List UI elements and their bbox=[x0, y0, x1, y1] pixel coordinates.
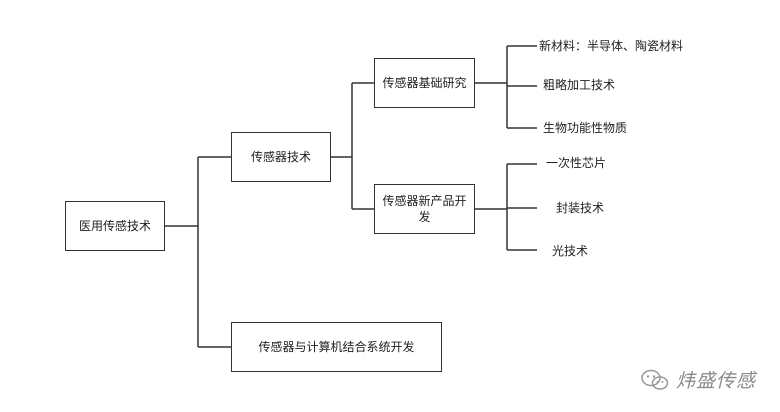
watermark: 炜盛传感 bbox=[640, 366, 756, 393]
node-sensor-technology: 传感器技术 bbox=[231, 132, 331, 182]
root-node: 医用传感技术 bbox=[65, 201, 165, 251]
leaf-disposable-chip: 一次性芯片 bbox=[546, 156, 607, 170]
leaf-rough-processing: 粗略加工技术 bbox=[543, 78, 616, 92]
leaf-biofunctional-substance: 生物功能性物质 bbox=[543, 121, 628, 135]
leaf-optical-technology: 光技术 bbox=[552, 244, 589, 258]
node-sensor-basic-research: 传感器基础研究 bbox=[374, 58, 475, 108]
node-sensor-computer-system: 传感器与计算机结合系统开发 bbox=[231, 322, 442, 372]
leaf-packaging-technology: 封装技术 bbox=[556, 201, 605, 215]
node-sensor-new-product: 传感器新产品开发 bbox=[374, 184, 475, 234]
wechat-icon bbox=[641, 369, 669, 390]
leaf-new-materials: 新材料：半导体、陶瓷材料 bbox=[539, 39, 684, 53]
watermark-text: 炜盛传感 bbox=[676, 370, 757, 392]
